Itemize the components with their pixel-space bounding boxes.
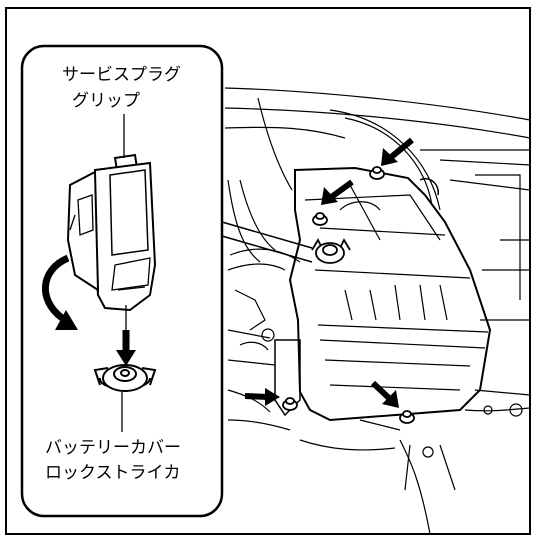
lock-striker-label-line1: バッテリーカバー <box>45 438 181 458</box>
nut-icon <box>282 397 298 411</box>
nut-icon <box>312 212 328 226</box>
vehicle-body-lines <box>224 87 531 535</box>
service-plug-grip <box>66 153 157 312</box>
rotation-arrow-icon <box>42 254 78 330</box>
arrow-icon <box>244 388 280 406</box>
lock-striker-on-cover <box>311 238 351 264</box>
service-plug-grip-label-line1: サービスプラグ <box>62 65 181 85</box>
battery-cover <box>274 166 492 422</box>
nut-icon <box>369 166 385 180</box>
arrow-icon <box>321 179 354 205</box>
callout-connector <box>221 221 313 263</box>
arrow-icon <box>116 330 136 366</box>
lock-striker-detail <box>93 364 157 392</box>
arrow-icon <box>381 137 414 166</box>
arrow-icon <box>370 380 399 408</box>
service-plug-grip-label-line2: グリップ <box>72 91 140 111</box>
nut-icon <box>399 410 415 424</box>
lock-striker-label-line2: ロックストライカ <box>45 463 181 483</box>
